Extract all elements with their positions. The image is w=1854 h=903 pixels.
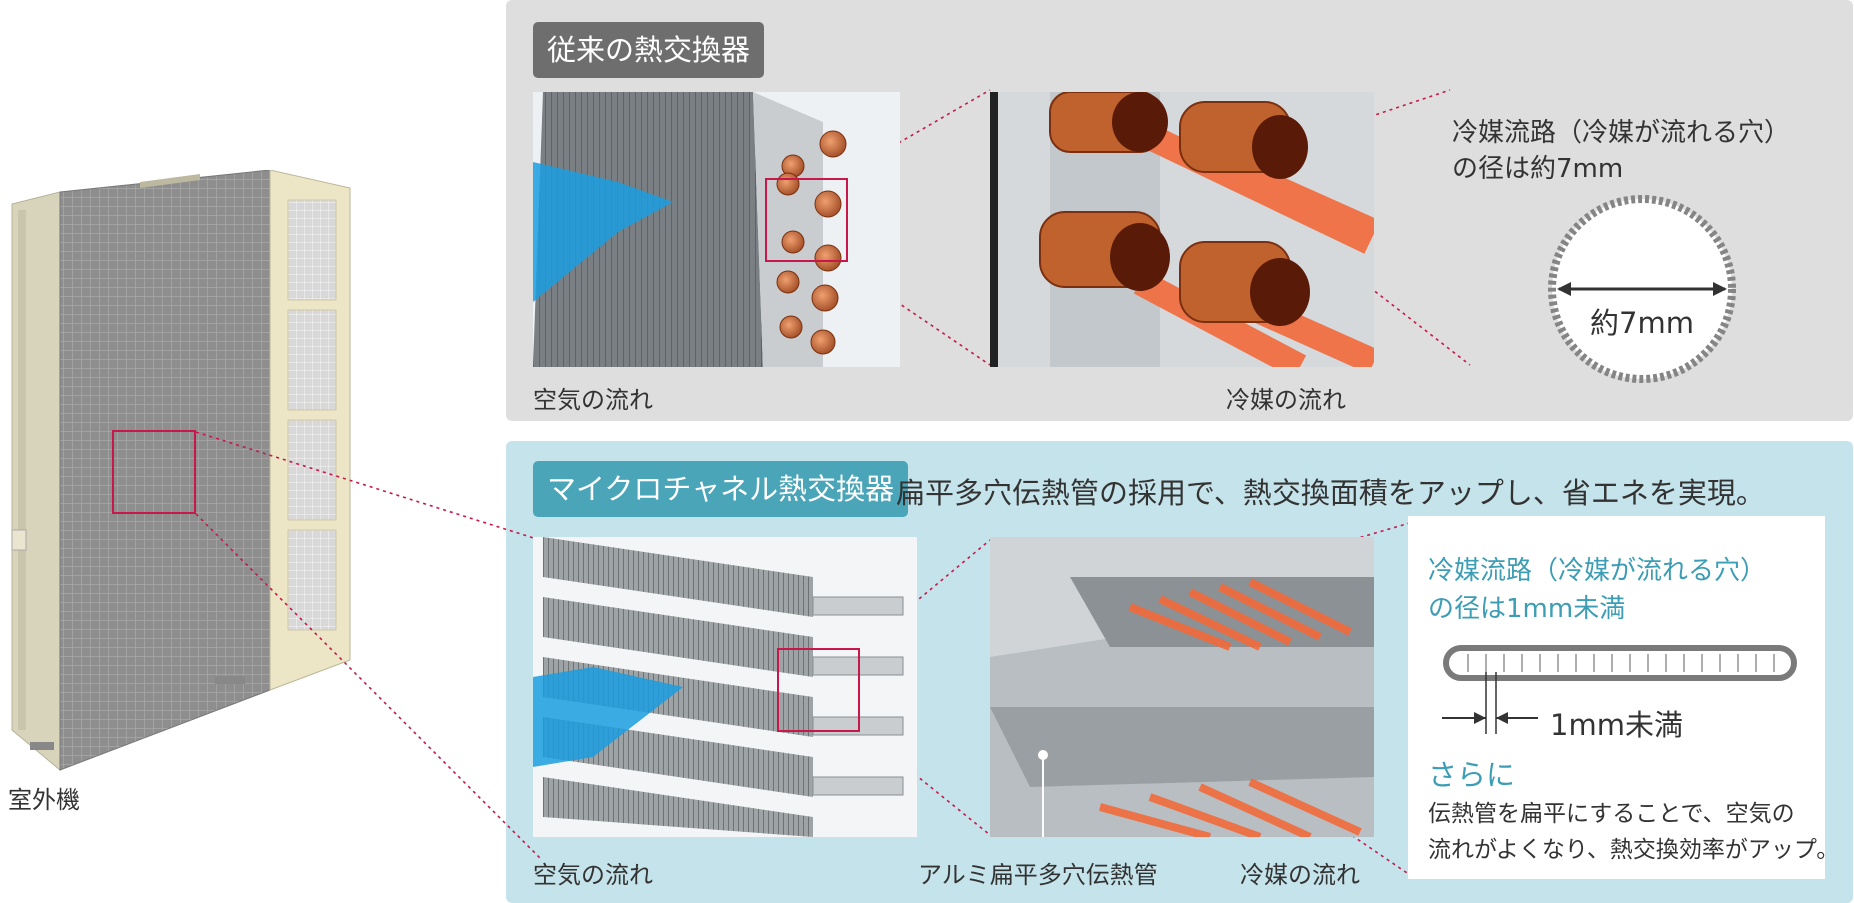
- microchannel-exchanger-photo: [533, 537, 917, 837]
- outdoor-unit-illustration: [11, 170, 351, 772]
- conventional-highlight: [765, 178, 848, 262]
- conventional-closeup-photo: [990, 92, 1374, 367]
- microchannel-headline: 扁平多穴伝熱管の採用で、熱交換面積をアップし、省エネを実現。: [896, 476, 1765, 510]
- microchannel-note-line1: 冷媒流路（冷媒が流れる穴）: [1428, 556, 1767, 586]
- seven-mm-label: 約7mm: [1590, 306, 1694, 340]
- outdoor-unit-highlight: [112, 430, 196, 514]
- flat-tube-caption: アルミ扁平多穴伝熱管: [918, 861, 1158, 889]
- microchannel-note-line2: の径は1mm未満: [1428, 594, 1626, 624]
- more-label: さらに: [1428, 758, 1516, 792]
- flat-tube-diagram: [1442, 645, 1797, 734]
- conventional-note-line2: の径は約7mm: [1452, 154, 1624, 184]
- microchannel-highlight: [777, 648, 860, 732]
- microchannel-title: マイクロチャネル熱交換器: [533, 461, 909, 517]
- outdoor-unit-label: 室外機: [8, 786, 80, 814]
- microchannel-refrigerant-flow-caption: 冷媒の流れ: [1240, 861, 1360, 889]
- microchannel-closeup-photo: [990, 537, 1374, 837]
- seven-mm-diameter-diagram: [1548, 195, 1736, 383]
- conventional-refrigerant-flow-caption: 冷媒の流れ: [1226, 386, 1346, 414]
- conventional-exchanger-photo: [533, 92, 900, 367]
- conventional-title: 従来の熱交換器: [533, 22, 765, 78]
- one-mm-label: 1mm未満: [1550, 708, 1683, 742]
- conventional-air-flow-caption: 空気の流れ: [533, 386, 653, 414]
- microchannel-air-flow-caption: 空気の流れ: [533, 861, 653, 889]
- more-line2: 流れがよくなり、熱交換効率がアップ。: [1428, 837, 1840, 863]
- microchannel-info-box: 冷媒流路（冷媒が流れる穴） の径は1mm未満 1mm未満 さらに 伝熱管を扁平に…: [1408, 516, 1839, 879]
- conventional-note-line1: 冷媒流路（冷媒が流れる穴）: [1452, 118, 1791, 148]
- more-line1: 伝熱管を扁平にすることで、空気の: [1428, 801, 1795, 827]
